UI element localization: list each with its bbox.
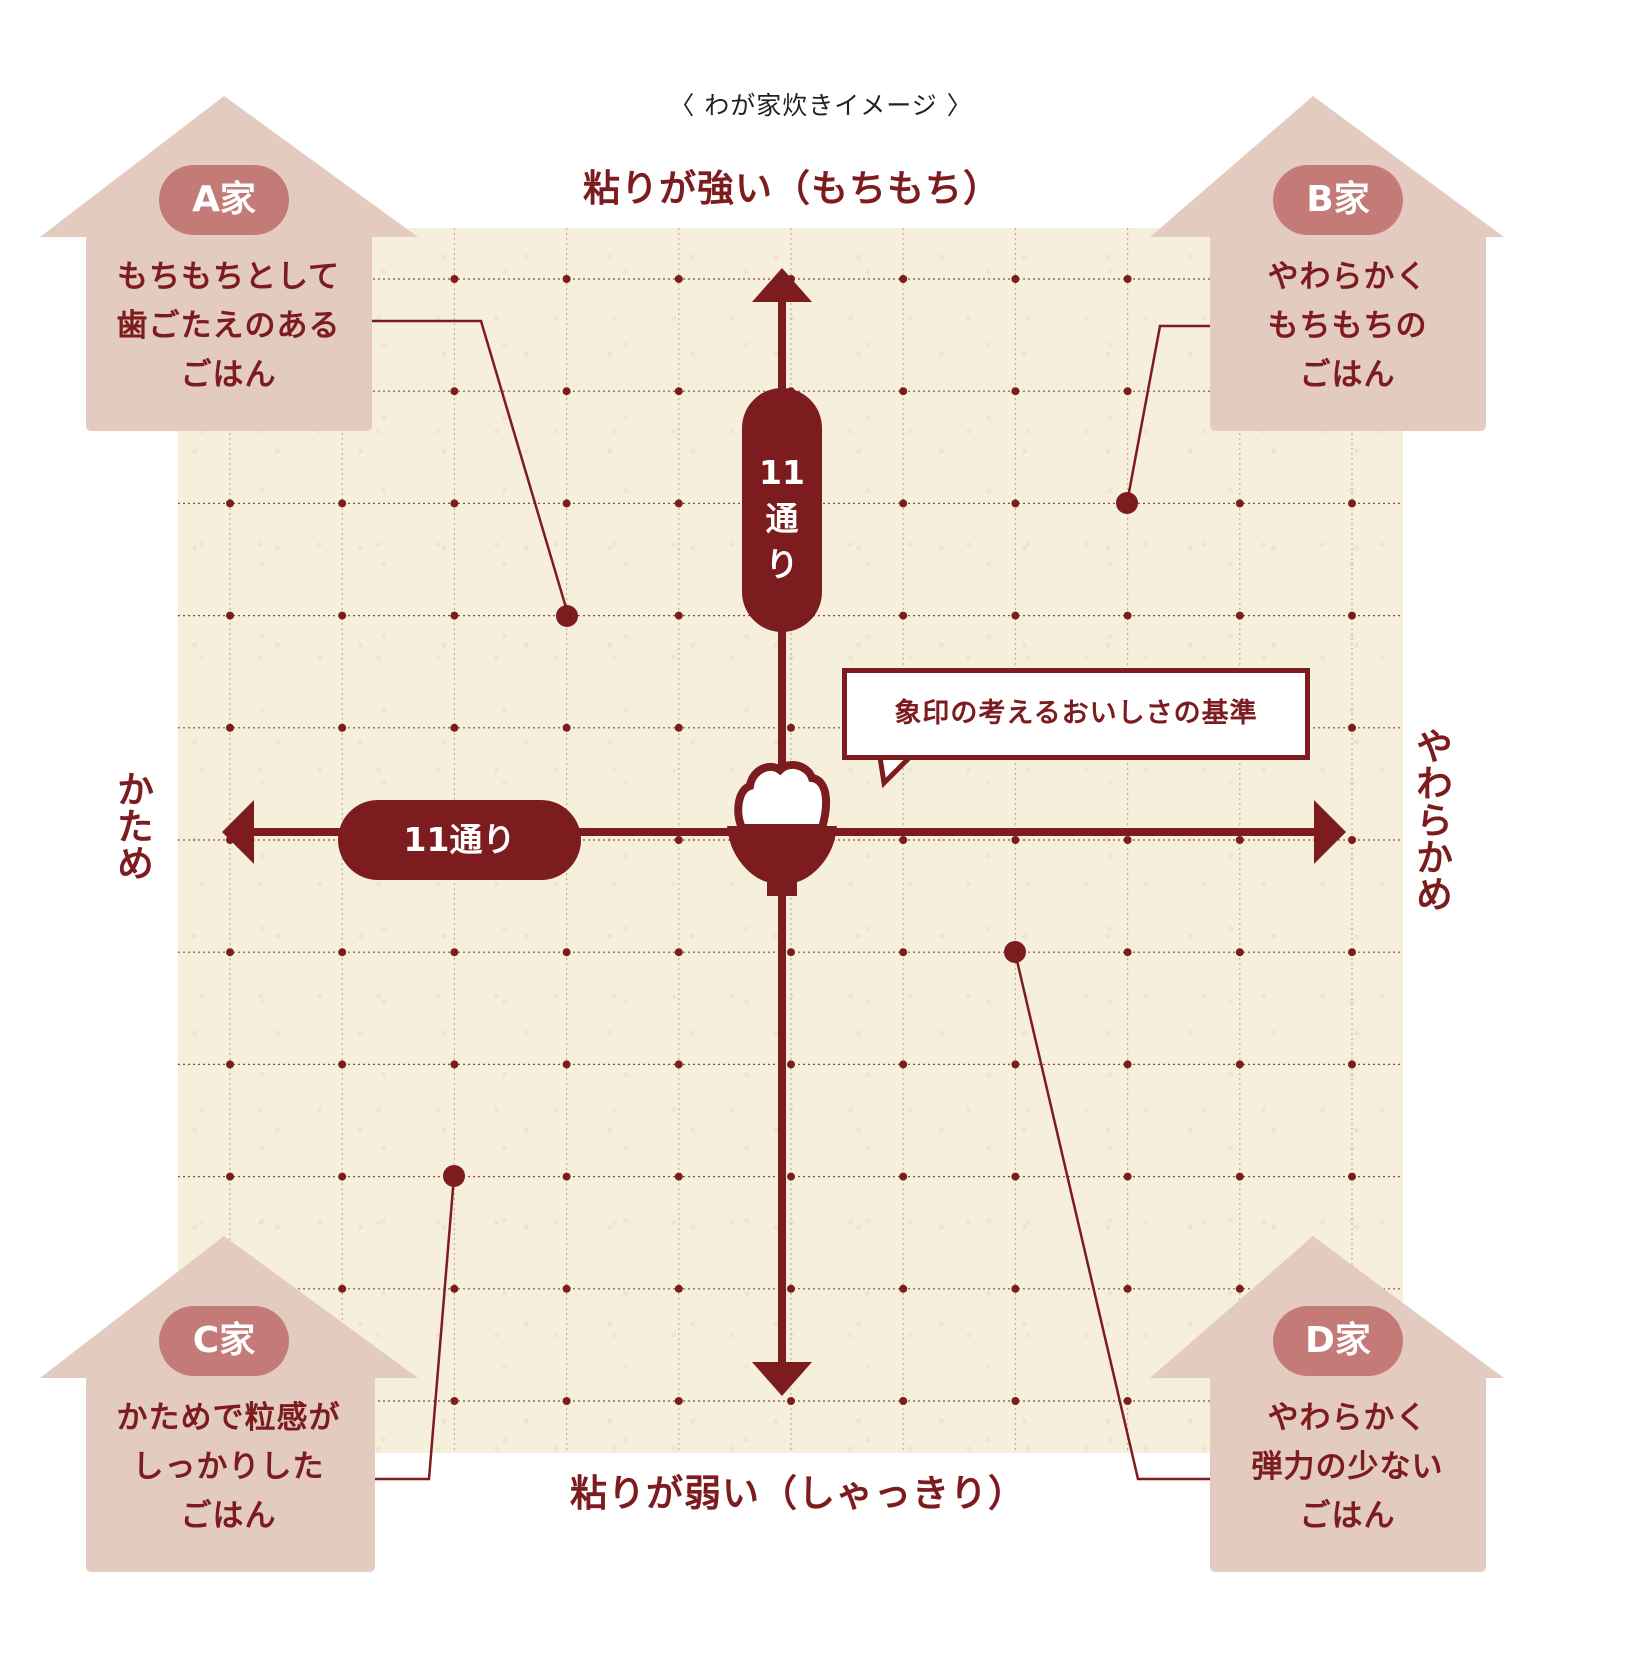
- point-b: [1116, 492, 1138, 514]
- data-points: [443, 492, 1138, 1187]
- point-d: [1004, 941, 1026, 963]
- house-c-text: かためで粒感がしっかりしたごはん: [116, 1400, 341, 1534]
- house-b-shape: [1150, 96, 1504, 431]
- diagram-title: 〈 わが家炊きイメージ 〉: [669, 91, 973, 120]
- arrow-left-icon: [222, 800, 254, 864]
- axis-label-right: やわらかめ: [1409, 727, 1453, 912]
- horizontal-count-pill: 11通り: [338, 800, 581, 880]
- axis-label-left: かため: [110, 770, 154, 881]
- house-c-shape: [40, 1236, 418, 1572]
- axis-label-top: 粘りが強い（もちもち）: [583, 167, 1001, 210]
- house-a-shape: [40, 96, 418, 431]
- house-b-text: やわらかくもちもちのごはん: [1267, 259, 1428, 393]
- leader-line-b: [1125, 324, 1210, 504]
- house-a-badge: A家: [159, 165, 289, 235]
- arrow-right-icon: [1314, 800, 1346, 864]
- house-b-badge: B家: [1273, 165, 1403, 235]
- house-a-text: もちもちとして歯ごたえのあるごはん: [116, 259, 341, 393]
- point-c: [443, 1165, 465, 1187]
- point-a: [556, 605, 578, 627]
- house-d-badge: D家: [1273, 1306, 1403, 1376]
- houses: [40, 96, 1504, 1572]
- house-c-badge: C家: [159, 1306, 289, 1376]
- axis-label-bottom: 粘りが弱い（しゃっきり）: [570, 1472, 1026, 1515]
- rice-bowl-icon: [727, 760, 837, 896]
- leader-line-c: [375, 1175, 456, 1481]
- vertical-count-pill: 11 通 り: [742, 388, 822, 632]
- leader-line-d: [1013, 951, 1210, 1481]
- standard-callout: 象印の考えるおいしさの基準: [842, 668, 1310, 760]
- arrow-up-icon: [752, 268, 812, 302]
- house-d-text: やわらかく弾力の少ないごはん: [1251, 1400, 1444, 1534]
- leader-lines: [372, 319, 1210, 1481]
- arrow-down-icon: [752, 1362, 812, 1396]
- house-d-shape: [1150, 1236, 1504, 1572]
- leader-line-a: [372, 319, 569, 612]
